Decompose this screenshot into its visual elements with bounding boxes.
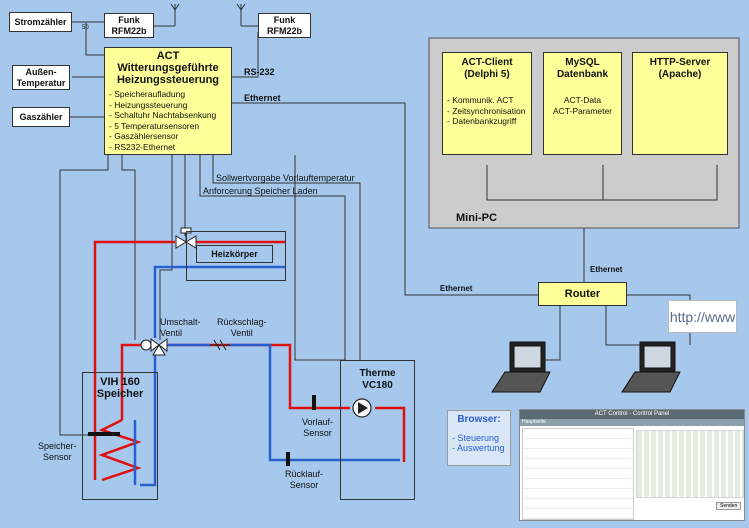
act-feature-list: Speicheraufladung Heizungssteuerung Scha… [109, 89, 227, 152]
aussentemperatur-box: Außen- Temperatur [12, 65, 70, 90]
panel-body [522, 428, 634, 520]
browser-title: Browser: [457, 414, 501, 425]
gaszaehler-label: Gaszähler [19, 111, 63, 122]
mysql-box: MySQL Datenbank ACT-Data ACT-Parameter [543, 52, 622, 155]
web-logo: http://www [668, 300, 737, 333]
gaszaehler-box: Gaszähler [12, 107, 70, 127]
rueckschlag-label: Rückschlag- Ventil [217, 317, 267, 338]
stromzaehler-box: Stromzähler [9, 12, 72, 32]
funk-box-1: Funk RFM22b [104, 13, 154, 38]
mysql-title: MySQL Datenbank [556, 57, 609, 80]
meter-lines [70, 21, 718, 361]
cold-pipe [133, 265, 400, 487]
act-feature: RS232-Ethernet [109, 142, 227, 153]
funk1-model: RFM22b [111, 25, 147, 36]
panel-grid [636, 430, 744, 498]
anforderung-label: Anforcerung Speicher Laden [203, 186, 318, 196]
umschalt-label: Umschalt- Ventil [160, 317, 201, 338]
act-client-list: Kommunik. ACT Zeitsynchronisation Datenb… [447, 95, 527, 127]
browser-item: - Steuerung [452, 433, 500, 443]
rs232-label: RS-232 [244, 67, 275, 77]
act-subtitle1: Witterungsgeführte [117, 62, 219, 74]
mysql-item: ACT-Data [563, 95, 602, 105]
pump-icon [352, 398, 372, 418]
act-signal-lines [59, 155, 361, 436]
act-feature: 5 Temperatursensoren [109, 121, 227, 132]
panel-left-title: Hauptseite [520, 419, 744, 426]
therme-box [340, 360, 415, 500]
client-item: Kommunik. ACT [447, 95, 527, 106]
sensor-icon [88, 395, 316, 466]
funk1-title: Funk [118, 14, 140, 25]
panel-header: ACT Control - Control Panel [520, 410, 744, 419]
funk2-model: RFM22b [266, 25, 302, 36]
browser-box: Browser: - Steuerung - Auswertung [447, 410, 511, 466]
heizkoerper-frame [186, 231, 286, 281]
ethernet-router-label: Ethernet [590, 265, 623, 274]
http-server-box: HTTP-Server (Apache) [632, 52, 728, 155]
speicher-sensor-label: Speicher- Sensor [38, 441, 77, 462]
heizkoerper-box: Heizkörper [196, 245, 273, 263]
aussentemperatur-label: Außen- Temperatur [16, 66, 66, 88]
therme-title: Therme VC180 [359, 368, 396, 391]
router-label: Router [564, 287, 601, 300]
http-server-title: HTTP-Server (Apache) [649, 57, 711, 80]
ethernet-top-label: Ethernet [244, 93, 281, 103]
antenna-icon [154, 3, 258, 27]
act-subtitle2: Heizungssteuerung [116, 74, 220, 86]
check-valve-icon [210, 339, 230, 351]
funk2-title: Funk [273, 14, 296, 25]
control-panel-thumbnail: ACT Control - Control Panel Hauptseite S… [519, 409, 745, 521]
funk-box-2: Funk RFM22b [258, 13, 311, 38]
signal-value: 50 [82, 25, 89, 31]
switch-valve-icon [140, 338, 168, 356]
sollwert-label: Sollwertvorgabe Vorlauftemperatur [216, 173, 355, 183]
laptop-icon [491, 341, 681, 393]
speicher-title: VIH 160 Speicher [96, 376, 144, 400]
web-logo-text: http://www [669, 308, 736, 325]
panel-send-button[interactable]: Senden [716, 502, 742, 510]
act-controller-box: ACT Witterungsgeführte Heizungssteuerung… [104, 47, 232, 155]
ethernet-left-label: Ethernet [440, 284, 473, 293]
act-title: ACT [156, 50, 180, 62]
act-client-box: ACT-Client (Delphi 5) Kommunik. ACT Zeit… [442, 52, 532, 155]
client-item: Datenbankzugriff [447, 116, 527, 127]
stromzaehler-label: Stromzähler [14, 16, 67, 27]
minipc-label: Mini-PC [456, 212, 497, 224]
act-feature: Speicheraufladung [109, 89, 227, 100]
act-client-title: ACT-Client (Delphi 5) [461, 57, 513, 80]
browser-item: - Auswertung [452, 443, 505, 453]
heizkoerper-label: Heizkörper [211, 248, 258, 259]
vorlauf-sensor-label: Vorlauf- Sensor [302, 417, 334, 438]
router-box: Router [538, 282, 627, 306]
ruecklauf-sensor-label: Rücklauf- Sensor [285, 469, 324, 490]
act-feature: Gaszählersensor [109, 131, 227, 142]
act-feature: Schaltuhr Nachtabsenkung [109, 110, 227, 121]
client-item: Zeitsynchronisation [447, 106, 527, 117]
speicher-tank [82, 372, 158, 500]
mysql-item: ACT-Parameter [552, 105, 613, 116]
act-feature: Heizungssteuerung [109, 100, 227, 111]
